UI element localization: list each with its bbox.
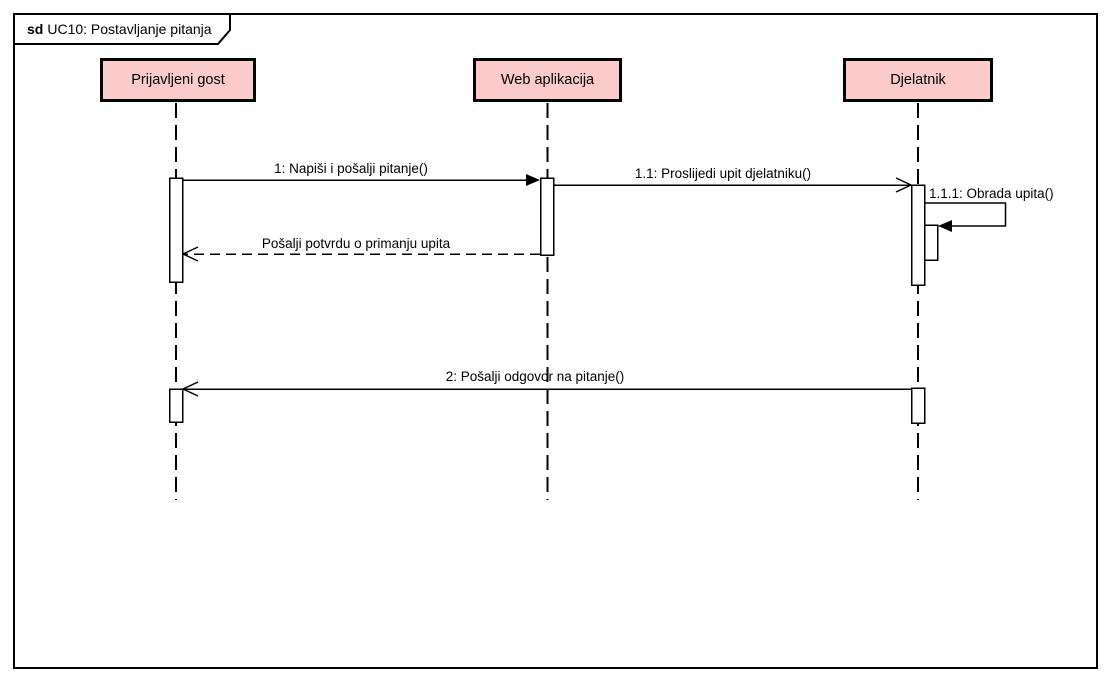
message-1-label[interactable]: 1: Napiši i pošalji pitanje() <box>274 161 428 176</box>
lifeline-name: Djelatnik <box>890 72 946 88</box>
activation-djelatnik-1 <box>910 184 926 286</box>
activation-djelatnik-nested <box>923 224 939 261</box>
activation-prijavljeni-gost-1 <box>168 177 184 283</box>
activation-prijavljeni-gost-2 <box>168 388 184 423</box>
lifeline-name: Prijavljeni gost <box>131 72 225 88</box>
message-2-label[interactable]: 2: Pošalji odgovor na pitanje() <box>445 369 625 384</box>
lifeline-head-web-aplikacija[interactable]: Web aplikacija <box>473 58 622 102</box>
message-1-1-arrow[interactable] <box>553 177 912 193</box>
message-1-1-1-label[interactable]: 1.1.1: Obrada upita() <box>929 186 1054 201</box>
message-1-arrow[interactable] <box>182 174 541 186</box>
frame-border <box>13 13 1098 669</box>
frame-keyword: sd <box>27 21 44 37</box>
return-message-arrow[interactable] <box>182 246 540 262</box>
lifeline-name: Web aplikacija <box>500 72 595 88</box>
activation-djelatnik-2 <box>910 387 926 424</box>
message-1-1-label[interactable]: 1.1: Proslijedi upit djelatniku() <box>634 166 812 181</box>
return-message-label[interactable]: Pošalji potvrdu o primanju upita <box>261 236 451 251</box>
frame-title-text: UC10: Postavljanje pitanja <box>47 21 212 37</box>
activation-web-aplikacija <box>539 177 555 256</box>
activation-bars <box>168 177 939 424</box>
message-1-1-1-self-arrow[interactable] <box>924 202 1007 232</box>
lifeline-head-djelatnik[interactable]: Djelatnik <box>843 58 993 102</box>
message-2-arrow[interactable] <box>182 381 912 397</box>
lifelines <box>175 103 919 500</box>
frame-title-pentagon <box>13 13 231 45</box>
lifeline-head-prijavljeni-gost[interactable]: Prijavljeni gost <box>100 58 256 102</box>
